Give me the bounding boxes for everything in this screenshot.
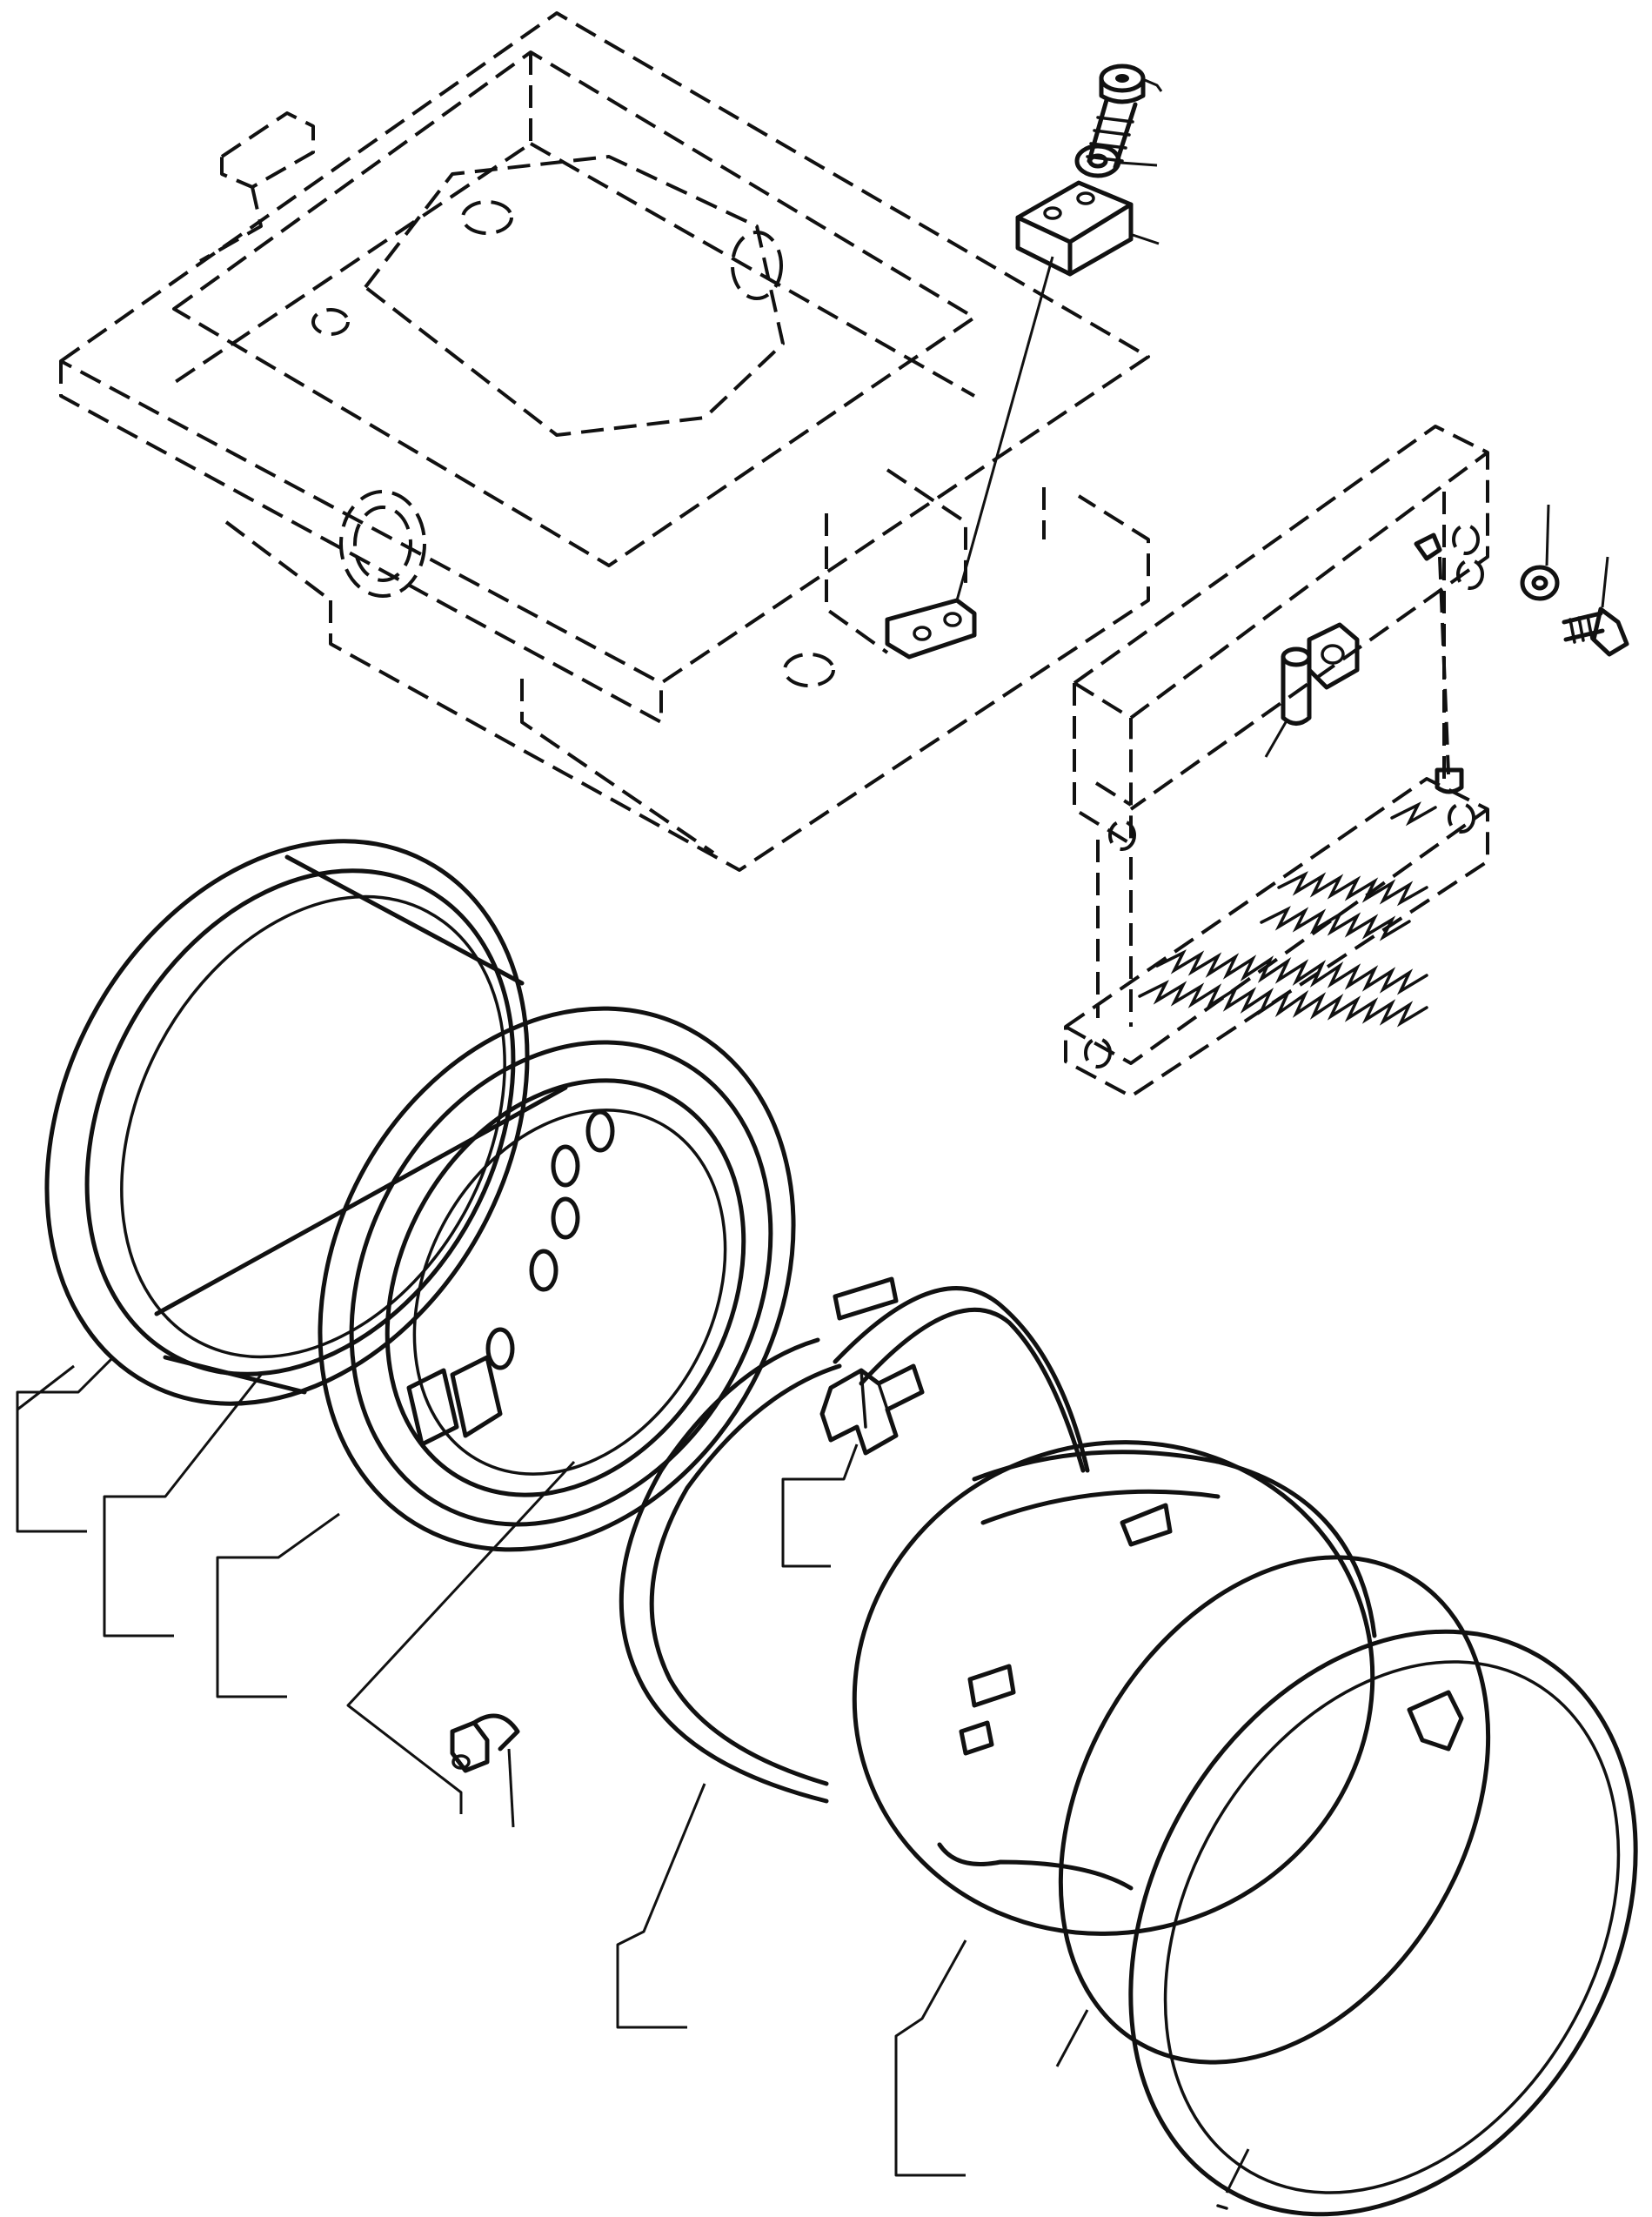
- rim-leader-1: [16, 1356, 115, 1533]
- side-ring-leader: [894, 1939, 967, 2177]
- o-ring: [1058, 1555, 1491, 2065]
- valve-stem: [450, 1713, 520, 1773]
- o-ring-leader: [1055, 2009, 1089, 2067]
- screw-leader-line: [1144, 78, 1163, 92]
- lock-ring: [619, 1276, 1090, 1804]
- rim-leader-4: [17, 1364, 75, 1411]
- spring-rod-end: [1435, 767, 1464, 794]
- rod-centerline: [1438, 556, 1450, 775]
- flange-ring-leader: [1225, 2148, 1250, 2194]
- washer-leader-line: [1120, 161, 1158, 167]
- hex-bolt-leader: [1601, 556, 1609, 608]
- washer: [1074, 144, 1121, 178]
- side-washer-leader: [1545, 504, 1550, 566]
- clamp-block: [1015, 180, 1134, 277]
- valve-cap-leader: [507, 1748, 515, 1828]
- tension-spring: [1138, 801, 1437, 1028]
- wheel-rim: [44, 839, 796, 1552]
- clip-leader-line: [955, 256, 1054, 601]
- frame-clip: [885, 598, 977, 660]
- flange-band: [937, 1450, 1377, 1891]
- stray-mark: [1216, 2204, 1228, 2210]
- pin-leader-line: [1264, 721, 1287, 758]
- drive-key: [819, 1363, 925, 1456]
- seat-bracket: [1064, 425, 1489, 1098]
- hex-bolt: [1562, 606, 1629, 657]
- flange-ring: [1128, 1629, 1638, 2217]
- small-nut: [1414, 532, 1442, 561]
- side-washer: [1520, 565, 1560, 601]
- key-leader-line: [781, 1443, 859, 1568]
- pivot-pin: [1281, 622, 1360, 726]
- block-leader-line: [1132, 233, 1160, 245]
- rim-leader-3: [216, 1512, 340, 1698]
- side-ring: [852, 1440, 1375, 1936]
- lock-ring-leader: [616, 1783, 706, 2029]
- axle-frame: [59, 11, 1150, 872]
- rim-leader-2: [103, 1374, 263, 1638]
- valve-leader-line: [346, 1460, 576, 1814]
